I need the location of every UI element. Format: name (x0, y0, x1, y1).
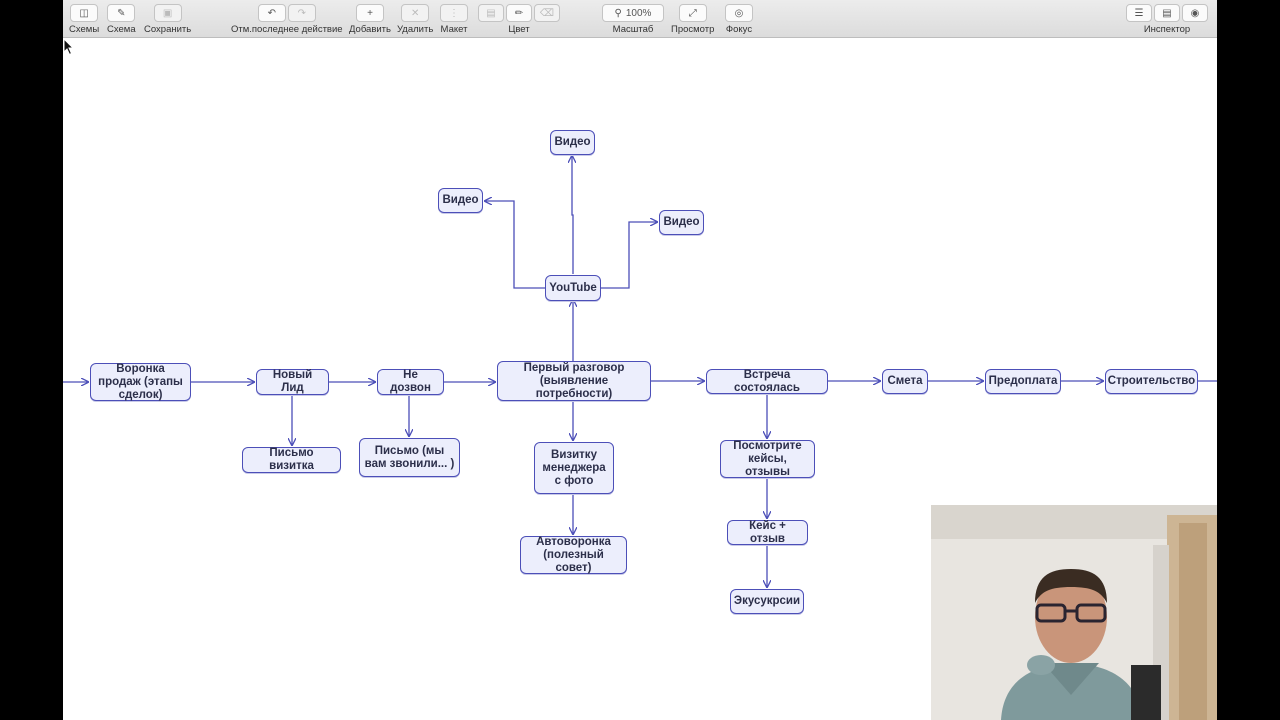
delete-icon: ✕ (401, 4, 429, 22)
app-window: ◫ Схемы ✎ Схема ▣ Сохранить ↶ ↷ Отм.посл… (63, 0, 1217, 720)
delete-button[interactable]: ✕ Удалить (397, 4, 433, 35)
plus-icon: + (356, 4, 384, 22)
comment-icon: ▤ (1154, 4, 1180, 22)
node-estimate[interactable]: Смета (882, 369, 928, 394)
node-construction[interactable]: Строительство (1105, 369, 1198, 394)
redo-icon: ↷ (288, 4, 316, 22)
node-letter-card[interactable]: Письмо визитка (242, 447, 341, 473)
node-new-lead[interactable]: Новый Лид (256, 369, 329, 395)
node-autofunnel[interactable]: Автоворонка (полезный совет) (520, 536, 627, 574)
zoom-button[interactable]: ⚲ 100% (602, 4, 664, 22)
edit-icon: ✎ (107, 4, 135, 22)
inspector-group[interactable]: ☰ ▤ ◉ Инспектор (1126, 4, 1208, 35)
connector (572, 156, 573, 274)
node-prepay[interactable]: Предоплата (985, 369, 1061, 394)
node-cases[interactable]: Посмотрите кейсы, отзывы (720, 440, 815, 478)
node-letter-called[interactable]: Письмо (мы вам звонили... ) (359, 438, 460, 477)
sidebar-icon: ◫ (70, 4, 98, 22)
undo-icon: ↶ (258, 4, 286, 22)
preview-button[interactable]: ⤢ Просмотр (671, 4, 714, 35)
focus-button[interactable]: ◎ Фокус (725, 4, 753, 35)
node-video-top[interactable]: Видео (550, 130, 595, 155)
add-button[interactable]: + Добавить (349, 4, 391, 35)
node-funnel[interactable]: Воронка продаж (этапы сделок) (90, 363, 191, 401)
mouse-cursor-icon (63, 38, 75, 56)
color-group[interactable]: ▤ ✏ ⌫ Цвет (478, 4, 560, 35)
zoom-control[interactable]: ⚲ 100% Масштаб (602, 4, 664, 35)
presenter-video-image (931, 505, 1217, 720)
layout-icon: ⋮ (440, 4, 468, 22)
diagram-canvas[interactable]: Воронка продаж (этапы сделок) Новый Лид … (63, 38, 1217, 720)
connector (485, 201, 545, 288)
node-meeting[interactable]: Встреча состоялась (706, 369, 828, 394)
node-case-review[interactable]: Кейс + отзыв (727, 520, 808, 545)
target-icon: ◎ (725, 4, 753, 22)
palette-icon: ◉ (1182, 4, 1208, 22)
webcam-overlay (931, 505, 1217, 720)
layout-button[interactable]: ⋮ Макет (440, 4, 468, 35)
node-no-answer[interactable]: Не дозвон (377, 369, 444, 395)
magnifier-icon: ⚲ (615, 8, 622, 19)
node-video-right[interactable]: Видео (659, 210, 704, 235)
node-excursion[interactable]: Экусукрсии (730, 589, 804, 614)
node-video-left[interactable]: Видео (438, 188, 483, 213)
save-icon: ▣ (154, 4, 182, 22)
hierarchy-icon: ☰ (1126, 4, 1152, 22)
node-youtube[interactable]: YouTube (545, 275, 601, 301)
undo-button[interactable]: ↶ ↷ Отм.последнее действие (231, 4, 343, 35)
eraser-icon: ⌫ (534, 4, 560, 22)
node-first-call[interactable]: Первый разговор (выявление потребности) (497, 361, 651, 401)
expand-icon: ⤢ (679, 4, 707, 22)
schemes-button[interactable]: ◫ Схемы (69, 4, 99, 35)
style-icon: ▤ (478, 4, 504, 22)
scheme-button[interactable]: ✎ Схема (107, 4, 136, 35)
pencil-icon: ✏ (506, 4, 532, 22)
save-button[interactable]: ▣ Сохранить (144, 4, 191, 35)
toolbar: ◫ Схемы ✎ Схема ▣ Сохранить ↶ ↷ Отм.посл… (63, 0, 1217, 38)
node-manager-card[interactable]: Визитку менеджера с фото (534, 442, 614, 494)
connector (601, 222, 657, 288)
